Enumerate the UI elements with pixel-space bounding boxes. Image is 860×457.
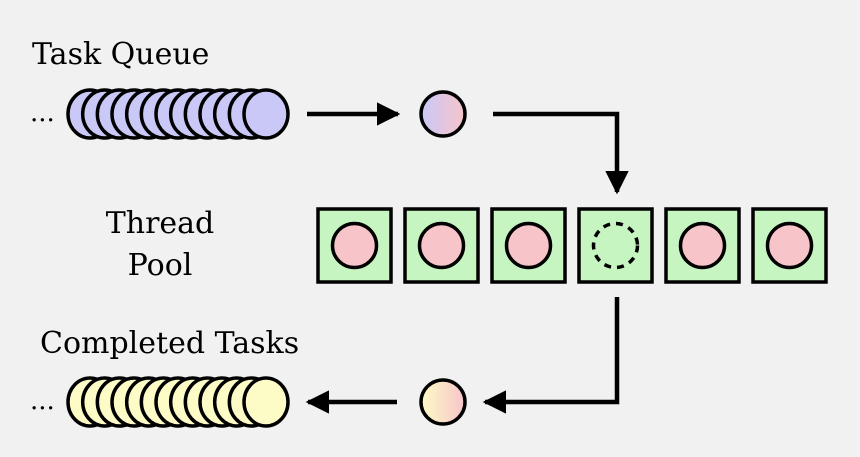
task-queue-label: Task Queue bbox=[32, 37, 209, 72]
incoming-task-circle bbox=[419, 90, 467, 138]
queued-task-disc bbox=[242, 88, 290, 140]
completed-tasks-label: Completed Tasks bbox=[40, 326, 299, 361]
task-queue-ellipsis: ... bbox=[30, 98, 55, 128]
running-task-circle bbox=[765, 221, 814, 270]
completed-task-disc bbox=[242, 376, 290, 428]
running-task-circle bbox=[678, 221, 727, 270]
running-task-circle bbox=[504, 221, 553, 270]
thread-pool-label-line2: Pool bbox=[128, 248, 193, 283]
outgoing-task-circle bbox=[419, 378, 467, 426]
thread-pool-row bbox=[316, 207, 828, 284]
thread-pool-label-line1: Thread bbox=[106, 206, 215, 241]
thread-cell bbox=[577, 207, 654, 284]
pool-to-output-arrow bbox=[482, 297, 620, 414]
running-task-circle bbox=[417, 221, 466, 270]
running-task-circle bbox=[330, 221, 379, 270]
idle-thread-slot bbox=[591, 221, 640, 270]
completed-tasks-stack bbox=[66, 376, 290, 428]
task-to-pool-arrow bbox=[493, 111, 629, 195]
task-queue-stack bbox=[66, 88, 290, 140]
completed-tasks-ellipsis: ... bbox=[30, 386, 55, 416]
